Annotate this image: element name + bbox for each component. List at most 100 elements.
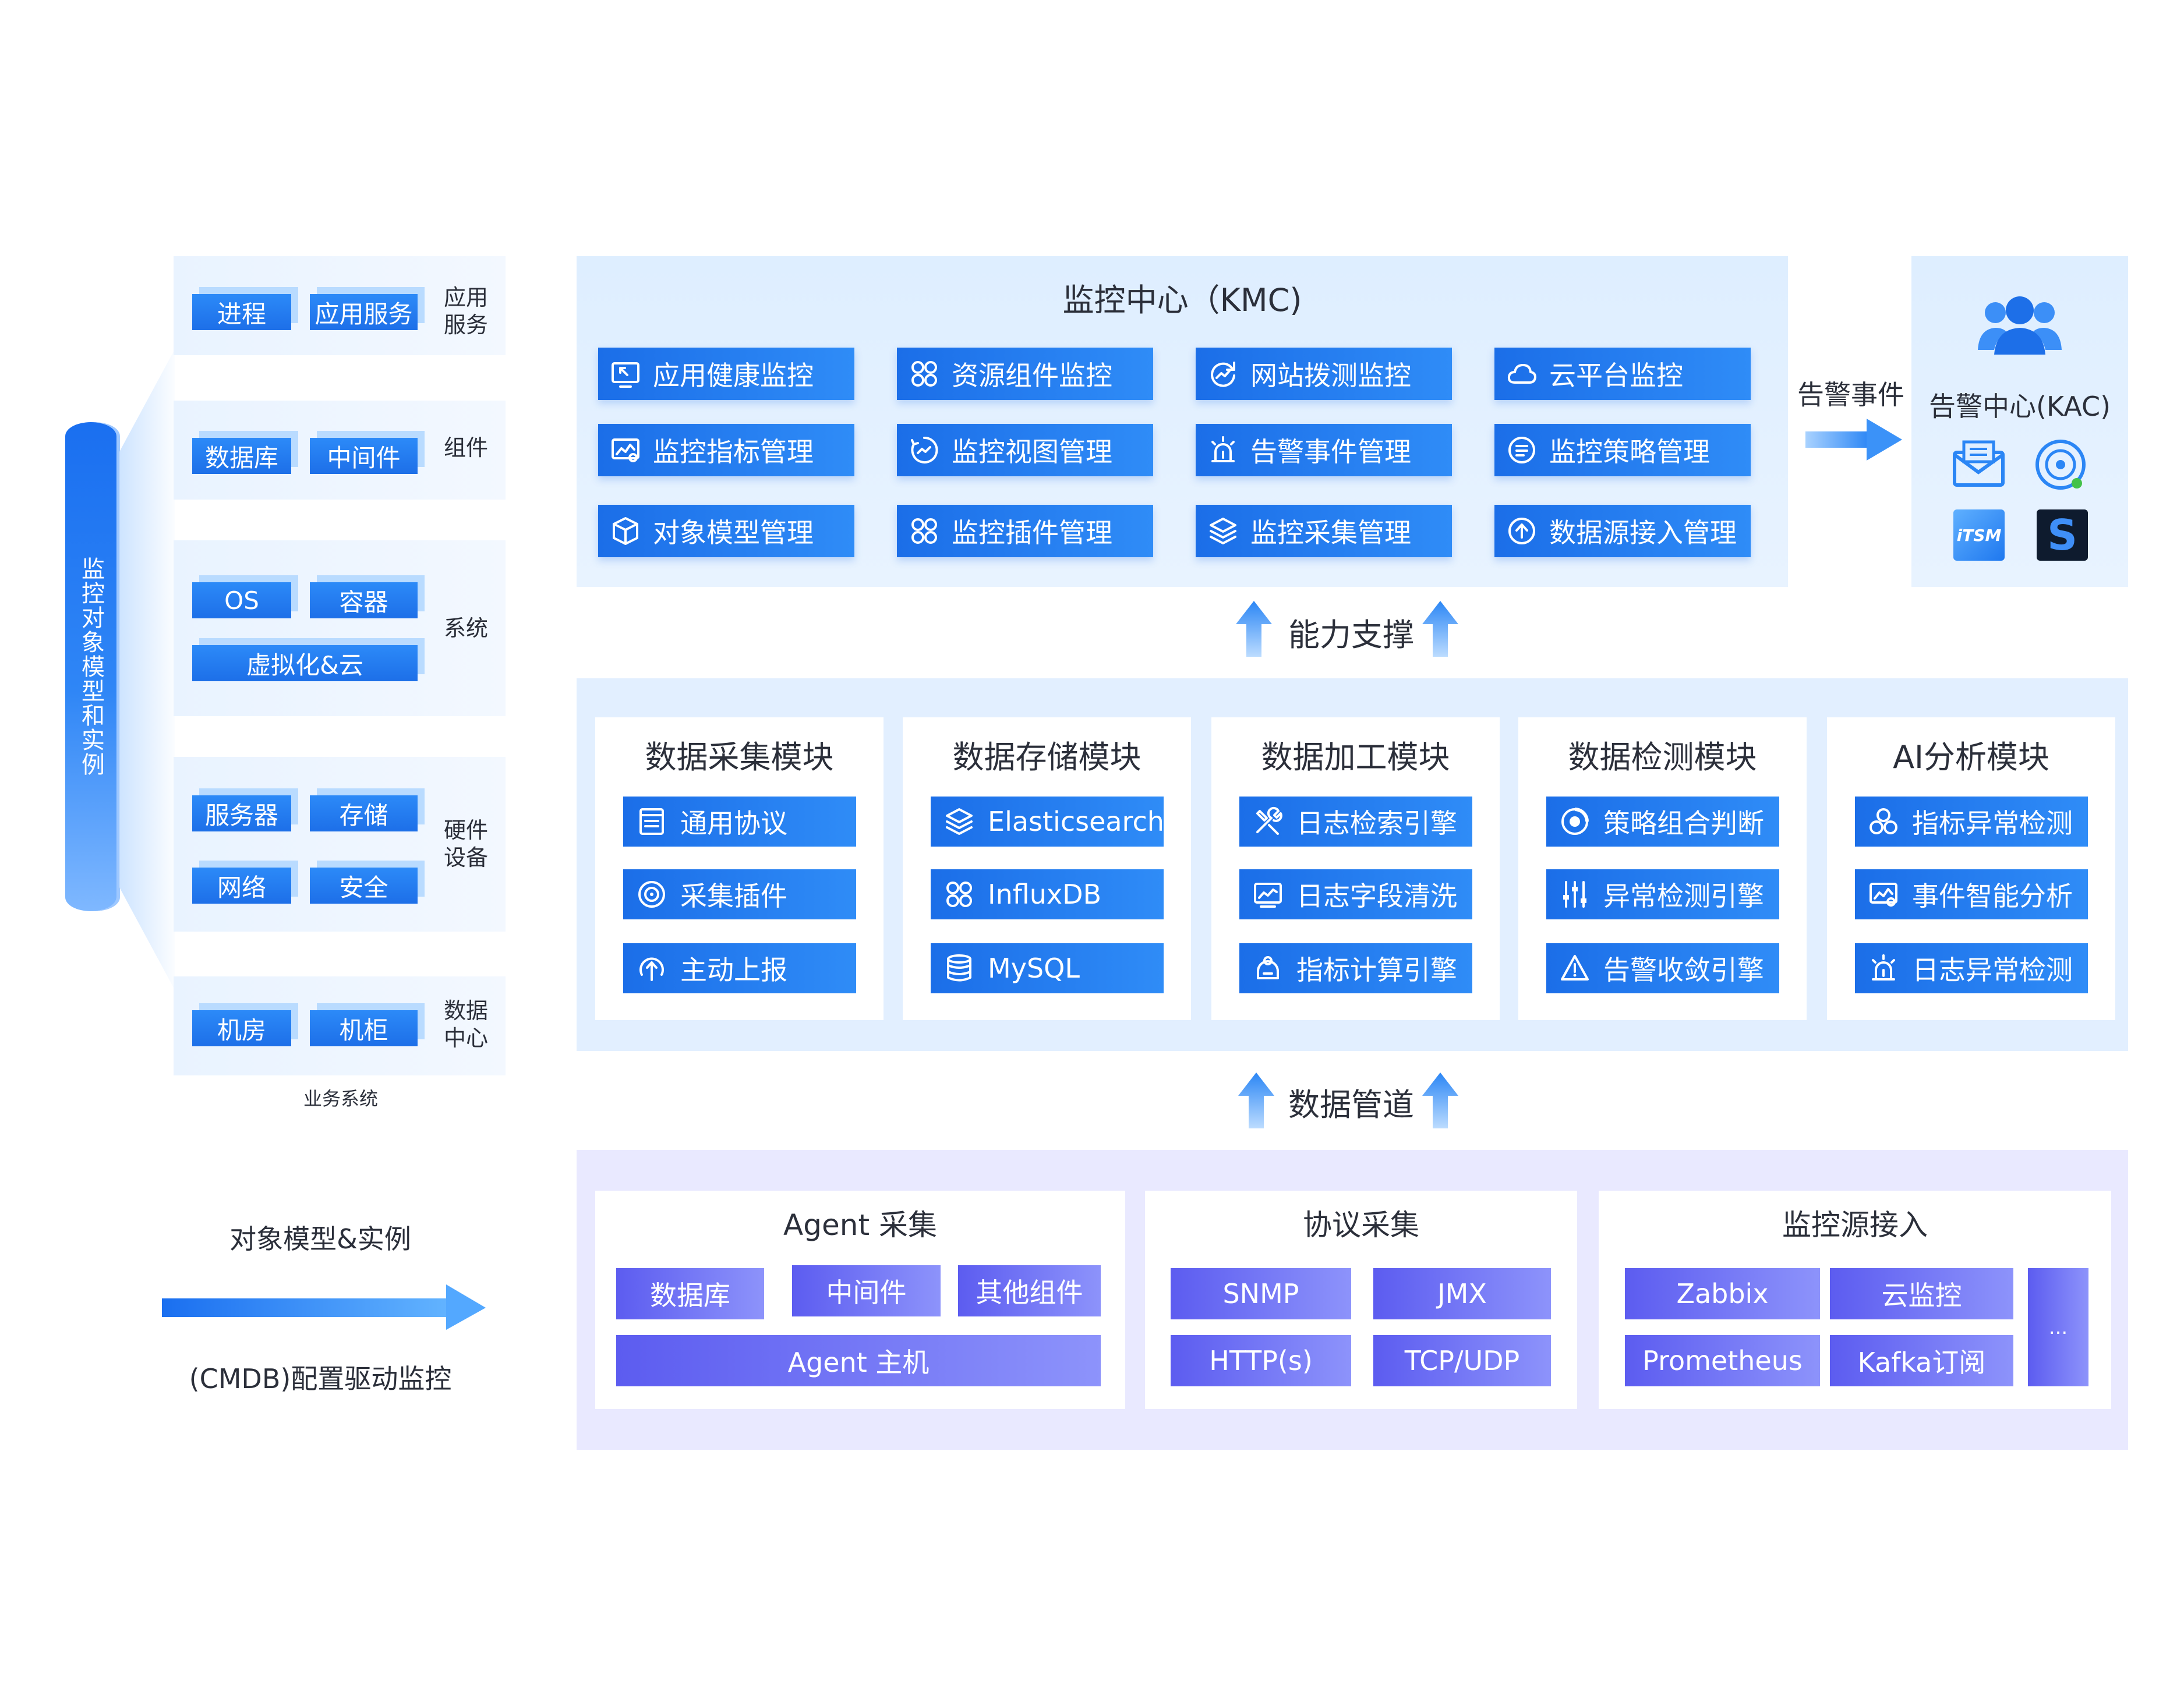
module-1-item-0[interactable]: Elasticsearch — [931, 797, 1164, 847]
agent-chip-other-components: 其他组件 — [958, 1265, 1101, 1316]
module-2-item-0[interactable]: 日志检索引擎 — [1239, 797, 1472, 847]
kmc-item-label: 监控策略管理 — [1549, 436, 1710, 468]
alert-event-arrow — [1805, 419, 1902, 461]
chip-storage: 存储 — [310, 795, 418, 831]
agent-chip-agent-host: Agent 主机 — [616, 1335, 1101, 1386]
layers-icon — [946, 808, 973, 835]
chip-machine-room: 机房 — [192, 1010, 291, 1046]
module-item-label: 异常检测引擎 — [1603, 880, 1764, 912]
module-item-label: 指标计算引擎 — [1296, 954, 1457, 986]
kmc-item-9[interactable]: 监控插件管理 — [897, 505, 1153, 557]
grid-circles-icon — [946, 882, 972, 907]
kmc-item-label: 监控采集管理 — [1250, 517, 1411, 548]
module-item-label: 日志异常检测 — [1912, 954, 2073, 986]
module-0-item-1[interactable]: 采集插件 — [623, 869, 856, 919]
chip-middleware: 中间件 — [310, 438, 418, 474]
line-chart-icon — [1254, 883, 1282, 908]
kmc-item-7[interactable]: 监控策略管理 — [1494, 424, 1751, 476]
cmdb-config-label: (CMDB)配置驱动监控 — [189, 1363, 452, 1394]
chip-virtualization-cloud: 虚拟化&云 — [192, 645, 418, 681]
object-model-vertical-bar — [65, 422, 116, 911]
refresh-chart-icon — [1211, 362, 1235, 387]
chip-process: 进程 — [192, 294, 291, 330]
module-item-label: InfluxDB — [988, 879, 1102, 910]
source-chip-prometheus: Prometheus — [1625, 1335, 1820, 1386]
module-4-item-1[interactable]: 事件智能分析 — [1855, 869, 2088, 919]
protocol-chip-https: HTTP(s) — [1171, 1335, 1351, 1386]
module-item-label: Elasticsearch — [988, 806, 1164, 837]
agent-chip-middleware: 中间件 — [792, 1265, 941, 1316]
kmc-item-10[interactable]: 监控采集管理 — [1196, 505, 1452, 557]
module-item-label: 告警收敛引擎 — [1603, 954, 1764, 986]
kmc-item-0[interactable]: 应用健康监控 — [598, 348, 854, 400]
kmc-item-5[interactable]: 监控视图管理 — [897, 424, 1153, 476]
module-item-label: 指标异常检测 — [1912, 808, 2073, 839]
kmc-item-6[interactable]: 告警事件管理 — [1196, 424, 1452, 476]
kmc-item-11[interactable]: 数据源接入管理 — [1494, 505, 1751, 557]
plugin-grid-icon — [911, 518, 937, 544]
group-label-datacenter: 数据 中心 — [443, 997, 488, 1052]
module-1-item-1[interactable]: InfluxDB — [931, 869, 1164, 919]
cube-icon — [613, 517, 638, 545]
module-3-item-1[interactable]: 异常检测引擎 — [1546, 869, 1779, 919]
module-2-item-1[interactable]: 日志字段清洗 — [1239, 869, 1472, 919]
module-4-item-0[interactable]: 指标异常检测 — [1855, 797, 2088, 847]
view-cycle-icon — [911, 436, 938, 463]
warning-triangle-icon — [1561, 955, 1589, 981]
module-3-item-2[interactable]: 告警收敛引擎 — [1546, 943, 1779, 993]
kac-title: 告警中心(KAC) — [1928, 391, 2111, 422]
module-3-item-0[interactable]: 策略组合判断 — [1546, 797, 1779, 847]
kmc-item-3[interactable]: 云平台监控 — [1494, 348, 1751, 400]
s-logo-icon: S — [2037, 509, 2088, 561]
metric-chart-icon — [612, 438, 639, 462]
kmc-item-label: 云平台监控 — [1549, 360, 1683, 391]
upload-arrow-icon — [639, 957, 664, 981]
chip-app-service: 应用服务 — [310, 294, 418, 330]
kmc-item-4[interactable]: 监控指标管理 — [598, 424, 854, 476]
chip-cabinet: 机柜 — [310, 1010, 418, 1046]
module-2-item-2[interactable]: 指标计算引擎 — [1239, 943, 1472, 993]
pipeline-arrow-left — [1238, 1073, 1274, 1128]
monitor-pointer-icon — [612, 362, 639, 388]
chip-container: 容器 — [310, 582, 418, 618]
s-logo-text: S — [2047, 511, 2077, 560]
module-item-label: 事件智能分析 — [1912, 880, 2073, 912]
module-item-label: 日志字段清洗 — [1296, 880, 1457, 912]
chip-security: 安全 — [310, 868, 418, 904]
object-model-vertical-label: 监控对象模型和实例 — [77, 557, 104, 777]
policy-list-icon — [1508, 437, 1535, 463]
module-0-item-2[interactable]: 主动上报 — [623, 943, 856, 993]
tools-icon — [1256, 806, 1282, 835]
group-system — [174, 540, 506, 716]
mail-icon — [1953, 440, 2005, 487]
module-item-label: 日志检索引擎 — [1296, 808, 1457, 839]
chip-database: 数据库 — [192, 438, 291, 474]
kmc-title: 监控中心（KMC) — [1062, 281, 1302, 318]
alarm-light-icon — [1872, 954, 1895, 981]
chip-os: OS — [192, 582, 291, 618]
kmc-item-label: 数据源接入管理 — [1549, 517, 1737, 548]
group-label-component: 组件 — [443, 435, 488, 461]
kmc-item-label: 资源组件监控 — [952, 360, 1112, 391]
module-item-label: 策略组合判断 — [1603, 808, 1764, 839]
kmc-item-8[interactable]: 对象模型管理 — [598, 505, 854, 557]
agent-collection-title: Agent 采集 — [783, 1208, 937, 1242]
kmc-item-2[interactable]: 网站拨测监控 — [1196, 348, 1452, 400]
kmc-item-label: 监控视图管理 — [952, 436, 1112, 468]
document-list-icon — [639, 808, 664, 835]
module-4-item-2[interactable]: 日志异常检测 — [1855, 943, 2088, 993]
kmc-item-label: 告警事件管理 — [1250, 436, 1411, 468]
kmc-item-label: 监控插件管理 — [952, 517, 1112, 548]
kmc-item-label: 对象模型管理 — [653, 517, 814, 548]
capability-label: 能力支撑 — [1288, 616, 1414, 653]
kmc-item-label: 网站拨测监控 — [1250, 360, 1411, 391]
kmc-item-1[interactable]: 资源组件监控 — [897, 348, 1153, 400]
module-1-item-2[interactable]: MySQL — [931, 943, 1164, 993]
itsm-logo-text: iTSM — [1956, 525, 2002, 545]
group-label-system: 系统 — [443, 615, 488, 642]
source-integration-title: 监控源接入 — [1782, 1208, 1928, 1242]
metric-chart-icon — [1870, 883, 1897, 907]
itsm-logo-icon: iTSM — [1953, 509, 2005, 561]
module-0-item-0[interactable]: 通用协议 — [623, 797, 856, 847]
source-chip-cloud-monitor: 云监控 — [1830, 1268, 2013, 1319]
